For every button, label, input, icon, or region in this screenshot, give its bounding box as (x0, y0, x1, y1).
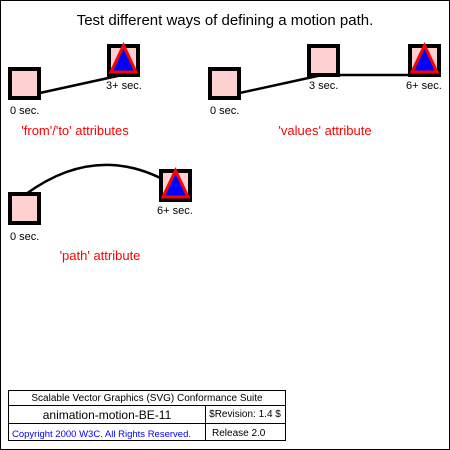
suite-footer: Scalable Vector Graphics (SVG) Conforman… (8, 390, 286, 441)
triangle-icon (160, 166, 191, 199)
end-time-label: 3+ sec. (106, 80, 142, 92)
test-name: animation-motion-BE-11 (43, 408, 172, 422)
triangle-icon (108, 41, 139, 74)
end-time-label: 6+ sec. (157, 205, 193, 217)
start-square-icon (8, 192, 41, 225)
end-marker-icon (159, 166, 192, 202)
end-time-label: 6+ sec. (406, 80, 442, 92)
mid-square-icon (307, 44, 340, 77)
demo-caption: 'values' attribute (278, 123, 371, 138)
demo-caption: 'path' attribute (60, 248, 141, 263)
footer-box (8, 390, 286, 441)
page-title: Test different ways of defining a motion… (77, 12, 374, 29)
mid-time-label: 3 sec. (309, 80, 338, 92)
end-marker-icon (408, 41, 441, 77)
demo-path: 0 sec. 6+ sec. 'path' attribute (8, 163, 193, 263)
demo-from-to: 0 sec. 3+ sec. 'from'/'to' attributes (8, 41, 142, 138)
suite-title: Scalable Vector Graphics (SVG) Conforman… (31, 393, 263, 404)
start-time-label: 0 sec. (10, 231, 39, 243)
release-label: Release 2.0 (212, 428, 266, 439)
revision-label: $Revision: 1.4 $ (209, 409, 281, 420)
end-marker-icon (107, 41, 140, 77)
start-time-label: 0 sec. (10, 105, 39, 117)
demo-caption: 'from'/'to' attributes (21, 123, 129, 138)
start-square-icon (208, 67, 241, 100)
motion-path-line (25, 73, 123, 98)
start-square-icon (8, 67, 41, 100)
motion-path-line (225, 73, 323, 98)
demo-values: 0 sec. 3 sec. 6+ sec. 'values' attribute (208, 41, 442, 138)
motion-path-curve (25, 163, 176, 196)
start-time-label: 0 sec. (210, 105, 239, 117)
triangle-icon (409, 41, 440, 74)
copyright-text: Copyright 2000 W3C. All Rights Reserved. (12, 429, 191, 440)
